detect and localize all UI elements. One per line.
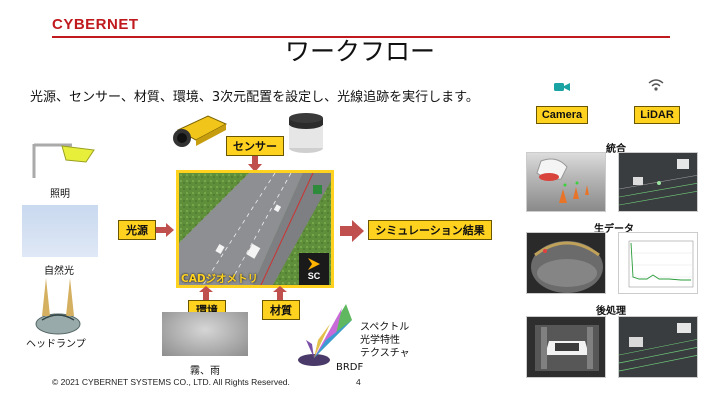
sc-logo: SC [299,253,329,285]
post-processing-heading: 後処理 [596,306,626,317]
texture-label: テクスチャ [360,348,410,359]
raw-data-heading: 生データ [594,224,634,235]
page-number: 4 [356,377,361,387]
sc-logo-text: SC [307,271,321,281]
sky-image [22,205,98,257]
title-divider [52,36,670,38]
camera-icon [554,78,570,97]
page-subtitle: 光源、センサー、材質、環境、3次元配置を設定し、光線追跡を実行します。 [30,90,479,105]
sensor-arrow [248,156,262,172]
cad-geometry-label: CADジオメトリ [181,273,259,285]
lighting-label: 照明 [50,189,70,200]
fog-label: 霧、雨 [190,366,220,377]
optical-property-label: 光学特性 [360,335,400,346]
camera-box: Camera [536,106,588,124]
street-lamp-image [28,136,98,178]
light-source-arrow [156,223,174,237]
result-arrow [340,220,364,242]
fusion-camera-thumb [526,152,606,212]
fusion-heading: 統合 [606,144,626,155]
simulation-result-box: シミュレーション結果 [368,220,492,240]
lidar-device-image [286,110,326,154]
post-camera-thumb [526,316,606,378]
sky-label: 自然光 [44,266,74,277]
material-arrow [273,286,287,300]
light-source-box: 光源 [118,220,156,240]
fusion-lidar-thumb [618,152,698,212]
sensor-box: センサー [226,136,284,156]
environment-arrow [199,286,213,300]
spectral-label: スペクトル [360,322,410,333]
brdf-image [296,300,356,368]
play-icon [308,258,320,270]
camera-device-image [170,108,232,150]
page-title: ワークフロー [284,37,435,66]
brdf-label: BRDF [336,362,364,373]
raw-camera-thumb [526,232,606,294]
material-box: 材質 [262,300,300,320]
headlamp-image [28,276,88,336]
headlamp-label: ヘッドランプ [26,339,86,350]
post-lidar-thumb [618,316,698,378]
lidar-box: LiDAR [634,106,680,124]
cad-geometry-frame: CADジオメトリ SC [176,170,334,288]
highway-scene-image [179,173,331,285]
fog-image [162,312,248,356]
copyright-footer: © 2021 CYBERNET SYSTEMS CO., LTD. All Ri… [52,377,290,387]
company-logo: CYBERNET [52,16,139,33]
raw-lidar-chart-thumb [618,232,698,294]
lidar-icon [648,76,664,95]
